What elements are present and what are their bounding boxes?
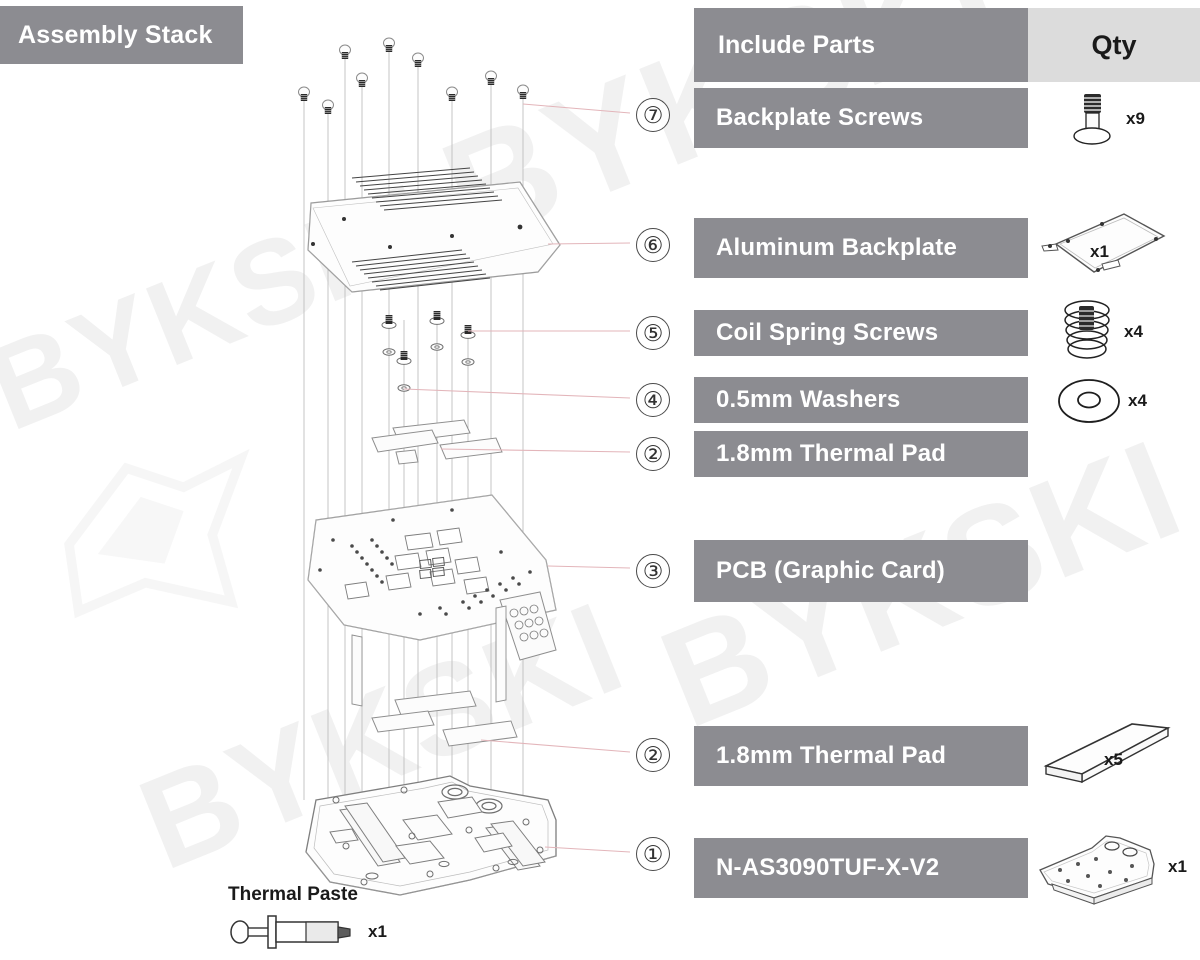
washer-icon bbox=[1058, 379, 1120, 423]
thermal-paste-label: Thermal Paste bbox=[228, 884, 358, 905]
coil-spring-icon bbox=[1064, 300, 1110, 359]
parts-table: Include Parts Qty Backplate Screws x9 bbox=[694, 0, 1200, 960]
callout-marker-5[interactable]: ⑤ bbox=[636, 316, 670, 350]
callout-marker-1[interactable]: ① bbox=[636, 837, 670, 871]
callout-marker-2-lower[interactable]: ② bbox=[636, 738, 670, 772]
qty-cell: x4 bbox=[1056, 374, 1147, 428]
thermal-paste-row: x1 bbox=[228, 910, 387, 954]
qty-cell: x1 bbox=[1034, 826, 1187, 908]
table-row[interactable]: 0.5mm Washers x4 bbox=[694, 377, 1200, 423]
table-header-row: Include Parts Qty bbox=[694, 8, 1200, 82]
part-name-bar: PCB (Graphic Card) bbox=[694, 540, 1028, 602]
qty-label: x1 bbox=[1168, 857, 1187, 876]
screw-icon bbox=[1073, 94, 1111, 145]
qty-cell: x1 bbox=[1038, 210, 1170, 286]
layer-backplate-screws bbox=[298, 37, 529, 115]
thermal-paste-qty: x1 bbox=[368, 922, 387, 941]
part-name-bar: Aluminum Backplate bbox=[694, 218, 1028, 278]
thermal-paste-group: Thermal Paste x1 bbox=[228, 884, 387, 954]
layer-pcb-graphic-card bbox=[307, 494, 557, 707]
part-name-bar: N-AS3090TUF-X-V2 bbox=[694, 838, 1028, 898]
part-name-label: PCB (Graphic Card) bbox=[716, 557, 945, 584]
table-row[interactable]: 1.8mm Thermal Pad x5 bbox=[694, 723, 1200, 786]
part-name-label: N-AS3090TUF-X-V2 bbox=[716, 854, 940, 881]
callout-marker-2-upper[interactable]: ② bbox=[636, 437, 670, 471]
part-name-bar: Backplate Screws bbox=[694, 88, 1028, 148]
callout-marker-6[interactable]: ⑥ bbox=[636, 228, 670, 262]
part-name-label: Backplate Screws bbox=[716, 104, 924, 131]
qty-cell: x4 bbox=[1056, 296, 1143, 368]
part-name-label: Aluminum Backplate bbox=[716, 234, 957, 261]
callout-marker-3[interactable]: ③ bbox=[636, 554, 670, 588]
layer-aluminum-backplate bbox=[307, 167, 561, 293]
table-row[interactable]: Aluminum Backplate x1 bbox=[694, 213, 1200, 278]
layer-coil-spring-screws bbox=[381, 310, 476, 365]
syringe-icon bbox=[230, 915, 351, 949]
qty-cell: x5 bbox=[1040, 716, 1174, 796]
column-header-qty-label: Qty bbox=[1091, 29, 1137, 60]
column-header-qty: Qty bbox=[1028, 8, 1200, 82]
part-name-bar: Coil Spring Screws bbox=[694, 310, 1028, 356]
part-name-bar: 1.8mm Thermal Pad bbox=[694, 726, 1028, 786]
callout-marker-4[interactable]: ④ bbox=[636, 383, 670, 417]
column-header-include-parts-label: Include Parts bbox=[718, 30, 875, 59]
callout-marker-7[interactable]: ⑦ bbox=[636, 98, 670, 132]
column-header-include-parts: Include Parts bbox=[694, 8, 1028, 82]
page-title: Assembly Stack bbox=[0, 6, 243, 64]
backplate-icon bbox=[1041, 213, 1166, 273]
table-row[interactable]: Coil Spring Screws x4 bbox=[694, 300, 1200, 359]
exploded-assembly-diagram bbox=[298, 37, 561, 896]
table-row[interactable]: N-AS3090TUF-X-V2 x1 bbox=[694, 835, 1200, 905]
layer-thermal-pads-upper bbox=[371, 419, 503, 465]
part-name-label: 0.5mm Washers bbox=[716, 386, 901, 413]
page-title-label: Assembly Stack bbox=[18, 20, 213, 49]
part-name-label: Coil Spring Screws bbox=[716, 319, 939, 346]
qty-label: x4 bbox=[1124, 322, 1143, 341]
qty-label: x9 bbox=[1126, 109, 1145, 128]
layer-thermal-pads-lower bbox=[371, 690, 518, 747]
layer-water-block bbox=[305, 775, 557, 896]
qty-label: x4 bbox=[1128, 391, 1147, 410]
part-name-label: 1.8mm Thermal Pad bbox=[716, 742, 947, 769]
thermalpad-icon bbox=[1043, 723, 1171, 784]
part-name-bar: 1.8mm Thermal Pad bbox=[694, 431, 1028, 477]
part-name-label: 1.8mm Thermal Pad bbox=[716, 440, 947, 467]
qty-cell: x9 bbox=[1066, 90, 1145, 148]
part-name-bar: 0.5mm Washers bbox=[694, 377, 1028, 423]
waterblock-icon bbox=[1039, 835, 1155, 905]
table-row[interactable]: PCB (Graphic Card) bbox=[694, 540, 1200, 602]
layer-washers bbox=[382, 343, 475, 392]
table-row[interactable]: 1.8mm Thermal Pad bbox=[694, 431, 1200, 477]
table-row[interactable]: Backplate Screws x9 bbox=[694, 88, 1200, 148]
